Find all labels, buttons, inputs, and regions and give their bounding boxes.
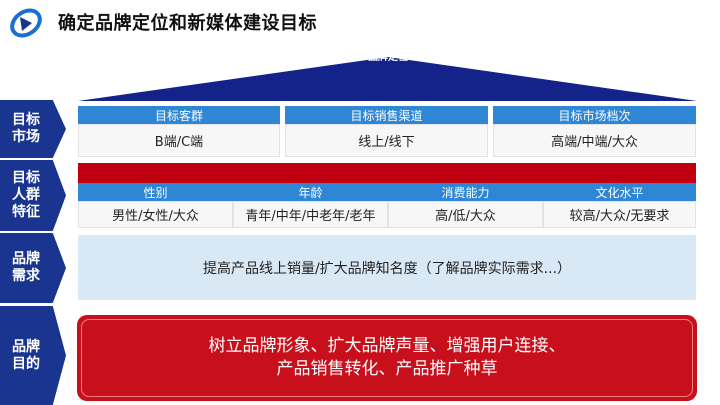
- value-cell: 青年/中年/中老年/老年: [233, 201, 388, 228]
- header-cell: 目标销售渠道: [285, 106, 488, 124]
- goal-line: 产品销售转化、产品推广种草: [276, 359, 498, 379]
- header-cell: 年龄: [233, 183, 388, 201]
- roof-label: —品牌定位—: [358, 52, 418, 63]
- roof-triangle: [78, 57, 697, 101]
- side-label-goal: 品牌目的: [0, 306, 66, 405]
- side-label-crowd: 目标人群特征: [0, 160, 66, 231]
- logo-icon: [10, 8, 42, 38]
- value-cell: 男性/女性/大众: [78, 201, 233, 228]
- label-line: 人群: [12, 187, 40, 203]
- brand-need-box: 提高产品线上销量/扩大品牌知名度（了解品牌实际需求...）: [78, 235, 696, 300]
- label-line: 市场: [12, 129, 40, 145]
- header-cell: 目标市场档次: [493, 106, 696, 124]
- side-label-market: 目标市场: [0, 100, 66, 158]
- header-cell: 文化水平: [543, 183, 696, 201]
- label-line: 特征: [12, 204, 40, 220]
- header-cell: 消费能力: [388, 183, 543, 201]
- value-cell: 高/低/大众: [388, 201, 543, 228]
- label-line: 目的: [12, 355, 40, 372]
- label-line: 目标: [12, 170, 40, 186]
- value-cell: 高端/中端/大众: [493, 124, 696, 157]
- value-cell: 较高/大众/无要求: [543, 201, 696, 228]
- page-title: 确定品牌定位和新媒体建设目标: [58, 13, 317, 34]
- label-line: 需求: [12, 268, 40, 284]
- brand-goal-box: 树立品牌形象、扩大品牌声量、增强用户连接、 产品销售转化、产品推广种草: [77, 315, 697, 401]
- value-cell: 线上/线下: [285, 124, 488, 157]
- header-cell: 目标客群: [78, 106, 280, 124]
- header-cell: 性别: [78, 183, 233, 201]
- goal-line: 树立品牌形象、扩大品牌声量、增强用户连接、: [208, 336, 566, 356]
- red-bar: [78, 163, 696, 183]
- side-label-need: 品牌需求: [0, 233, 66, 303]
- label-line: 品牌: [12, 338, 40, 355]
- label-line: 目标: [12, 112, 40, 128]
- value-cell: B端/C端: [78, 124, 280, 157]
- label-line: 品牌: [12, 251, 40, 267]
